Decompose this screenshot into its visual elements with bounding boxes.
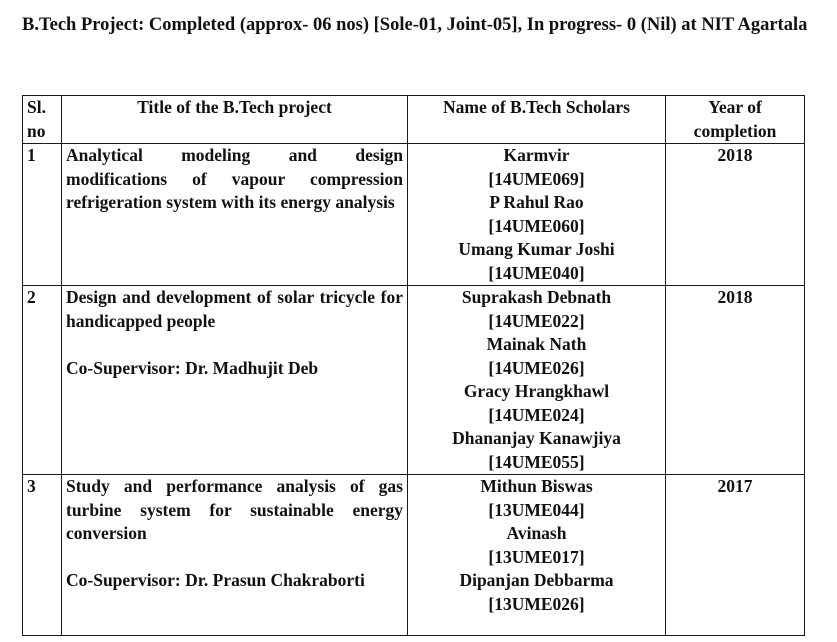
scholar-roll: [14UME024] <box>488 404 585 425</box>
row-sl-no: 3 <box>22 474 62 636</box>
row-scholars-cell: Mithun Biswas [13UME044] Avinash [13UME0… <box>407 474 666 636</box>
scholar-name: Avinash <box>506 523 567 543</box>
row-year: 2018 <box>665 143 805 286</box>
scholar-name: Suprakash Debnath <box>461 287 612 307</box>
table-header-row: Sl. no Title of the B.Tech project Name … <box>22 95 805 144</box>
row-year: 2018 <box>665 285 805 475</box>
scholar-name: Karmvir <box>503 145 570 165</box>
scholar-roll: [14UME040] <box>488 262 585 283</box>
header-year: Year of completion <box>665 95 805 144</box>
row-sl-no: 1 <box>22 143 62 286</box>
co-supervisor: Co-Supervisor: Dr. Prasun Chakraborti <box>66 570 365 590</box>
scholar-name: Mainak Nath <box>486 334 587 354</box>
scholar-roll: [13UME044] <box>488 499 585 520</box>
scholar-roll: [13UME026] <box>488 593 585 614</box>
project-title: Design and development of solar tricycle… <box>66 287 403 331</box>
row-scholars-cell: Suprakash Debnath [14UME022] Mainak Nath… <box>407 285 666 475</box>
btech-projects-table: Sl. no Title of the B.Tech project Name … <box>22 95 805 636</box>
co-supervisor: Co-Supervisor: Dr. Madhujit Deb <box>66 357 319 378</box>
project-title: Study and performance analysis of gas tu… <box>66 476 403 543</box>
scholar-name: Mithun Biswas <box>480 476 593 496</box>
row-title-cell: Design and development of solar tricycle… <box>61 285 408 475</box>
row-sl-no: 2 <box>22 285 62 475</box>
row-year: 2017 <box>665 474 805 636</box>
scholar-name: Dhananjay Kanawjiya <box>452 428 621 448</box>
table-row: 3 Study and performance analysis of gas … <box>22 474 805 636</box>
scholar-name: Dipanjan Debbarma <box>459 570 614 590</box>
project-title: Analytical modeling and design modificat… <box>66 145 403 212</box>
scholar-roll: [14UME055] <box>488 451 585 472</box>
scholar-roll: [13UME017] <box>488 546 585 567</box>
scholar-name: P Rahul Rao <box>489 192 584 212</box>
row-title-cell: Analytical modeling and design modificat… <box>61 143 408 286</box>
header-scholars: Name of B.Tech Scholars <box>407 95 666 144</box>
scholar-roll: [14UME060] <box>488 215 585 236</box>
scholar-roll: [14UME026] <box>488 357 585 378</box>
scholar-name: Gracy Hrangkhawl <box>463 381 610 401</box>
row-title-cell: Study and performance analysis of gas tu… <box>61 474 408 636</box>
scholar-name: Umang Kumar Joshi <box>458 239 615 259</box>
page-heading: B.Tech Project: Completed (approx- 06 no… <box>22 15 808 35</box>
row-scholars-cell: Karmvir [14UME069] P Rahul Rao [14UME060… <box>407 143 666 286</box>
header-title: Title of the B.Tech project <box>61 95 408 144</box>
table-row: 1 Analytical modeling and design modific… <box>22 143 805 286</box>
scholar-roll: [14UME022] <box>488 310 585 331</box>
table-row: 2 Design and development of solar tricyc… <box>22 285 805 475</box>
header-sl-no: Sl. no <box>22 95 62 144</box>
scholar-roll: [14UME069] <box>488 168 585 189</box>
